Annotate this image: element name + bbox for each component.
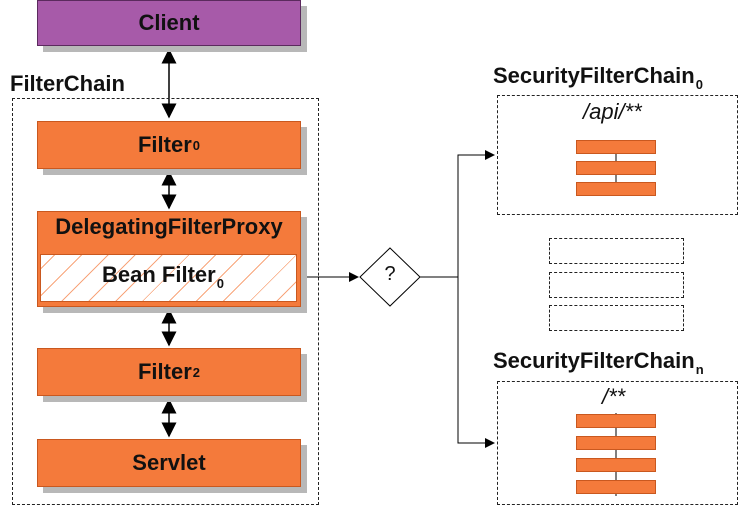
security-chain-0-subscript: 0	[695, 77, 703, 92]
security-chain-n-filter	[576, 458, 656, 472]
security-chain-0-title: SecurityFilterChain0	[493, 63, 703, 92]
client-box: Client	[37, 0, 301, 46]
security-chain-n-filter	[576, 436, 656, 450]
bean-filter-subscript: 0	[216, 276, 224, 291]
security-chain-n-title: SecurityFilterChainn	[493, 348, 704, 377]
security-chain-n-filter	[576, 480, 656, 494]
decision-label: ?	[384, 263, 396, 285]
servlet-label: Servlet	[132, 450, 206, 475]
security-chain-0-filter	[576, 182, 656, 196]
arrow-to-chainn	[457, 277, 495, 448]
filter0-subscript: 0	[192, 137, 201, 153]
placeholder-chain	[549, 272, 684, 298]
placeholder-chain	[549, 305, 684, 331]
arrow-to-chain0	[457, 150, 495, 277]
security-chain-0-pattern: /api/**	[583, 99, 642, 124]
security-chain-n-container	[497, 381, 738, 505]
security-chain-0-filter	[576, 161, 656, 175]
filterchain-container	[12, 98, 319, 505]
security-chain-0-container	[497, 95, 738, 215]
filterchain-title: FilterChain	[10, 71, 125, 96]
bean-filter-box	[40, 254, 297, 302]
delegating-filter-proxy-label: DelegatingFilterProxy	[55, 214, 283, 239]
security-chain-n-pattern: /**	[602, 384, 626, 409]
security-chain-n-subscript: n	[695, 362, 704, 377]
servlet-box: Servlet	[37, 439, 301, 487]
placeholder-chain	[549, 238, 684, 264]
filter0-label: Filter	[137, 132, 192, 157]
client-label: Client	[138, 10, 200, 35]
decision-diamond	[359, 247, 421, 307]
filter2-label: Filter	[137, 359, 192, 384]
bean-filter-label: Bean Filter0	[102, 262, 224, 291]
filter2-subscript: 2	[192, 364, 201, 380]
security-chain-0-filter	[576, 140, 656, 154]
security-chain-n-filter	[576, 414, 656, 428]
